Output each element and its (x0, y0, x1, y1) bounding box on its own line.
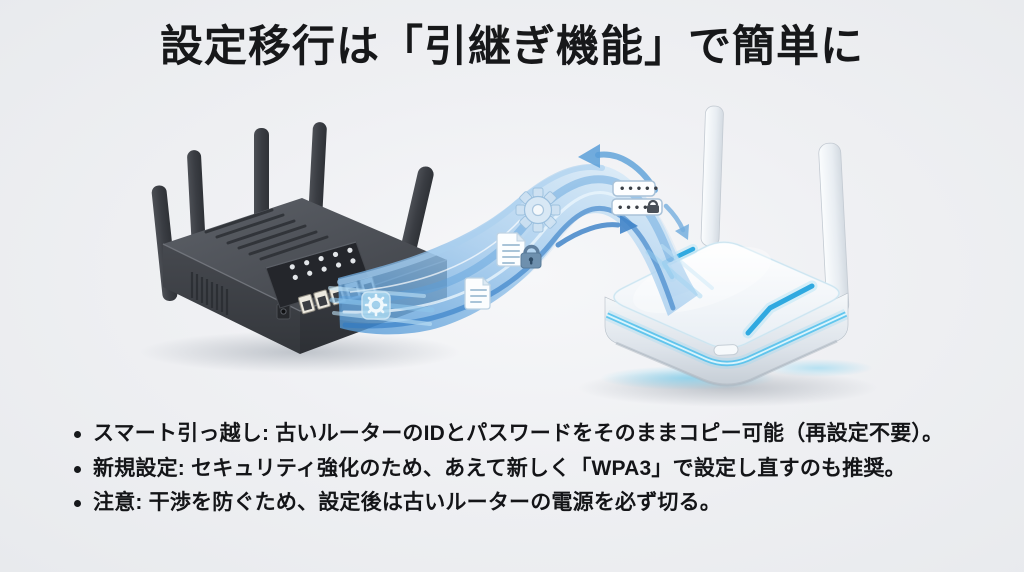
password-field-icon: ••••• (612, 180, 661, 197)
status-leds (289, 247, 356, 281)
note-text: スマート引っ越し: 古いルーターのIDとパスワードをそのままコピー可能（再設定不… (93, 422, 944, 445)
led-glow-strip (604, 309, 849, 369)
lock-icon (520, 244, 542, 269)
new-router-antennas (700, 105, 850, 316)
password-field-lock-icon: ••••• (611, 198, 663, 216)
list-item: 注意: 干渉を防ぐため、設定後は古いルーターの電源を必ず切る。 (74, 488, 943, 523)
settings-chip-icon (361, 291, 391, 320)
bullet-dot (74, 500, 81, 508)
new-router (578, 105, 878, 407)
page-title: 設定移行は「引継ぎ機能」で簡単に (160, 23, 864, 71)
front-button (713, 344, 739, 356)
bullet-dot (74, 465, 81, 473)
note-text: 新規設定: セキュリティ強化のため、あえて新しく「WPA3」で設定し直すのも推奨… (93, 456, 906, 480)
old-router-top-vents (204, 208, 329, 261)
bullet-dot (74, 431, 81, 438)
note-text: 注意: 干渉を防ぐため、設定後は古いルーターの電源を必ず切る。 (93, 491, 722, 515)
notes-list: スマート引っ越し: 古いルーターのIDとパスワードをそのままコピー可能（再設定不… (74, 419, 943, 523)
transfer-arrow-down-icon (663, 203, 689, 240)
password-mask-text: ••••• (619, 184, 661, 195)
list-item: スマート引っ越し: 古いルーターのIDとパスワードをそのままコピー可能（再設定不… (74, 419, 943, 454)
lock-icon (647, 199, 659, 213)
old-router-front-vents (190, 272, 229, 315)
old-router (140, 122, 460, 373)
document-lock-icon (496, 231, 542, 269)
transfer-arrow-right-icon (555, 215, 638, 248)
ribbon-icons: ••••• ••••• (361, 180, 663, 320)
gear-icon (515, 187, 561, 233)
document-icon (464, 276, 492, 310)
password-mask-text: ••••• (617, 203, 659, 214)
list-item: 新規設定: セキュリティ強化のため、あえて新しく「WPA3」で設定し直すのも推奨… (74, 454, 943, 489)
